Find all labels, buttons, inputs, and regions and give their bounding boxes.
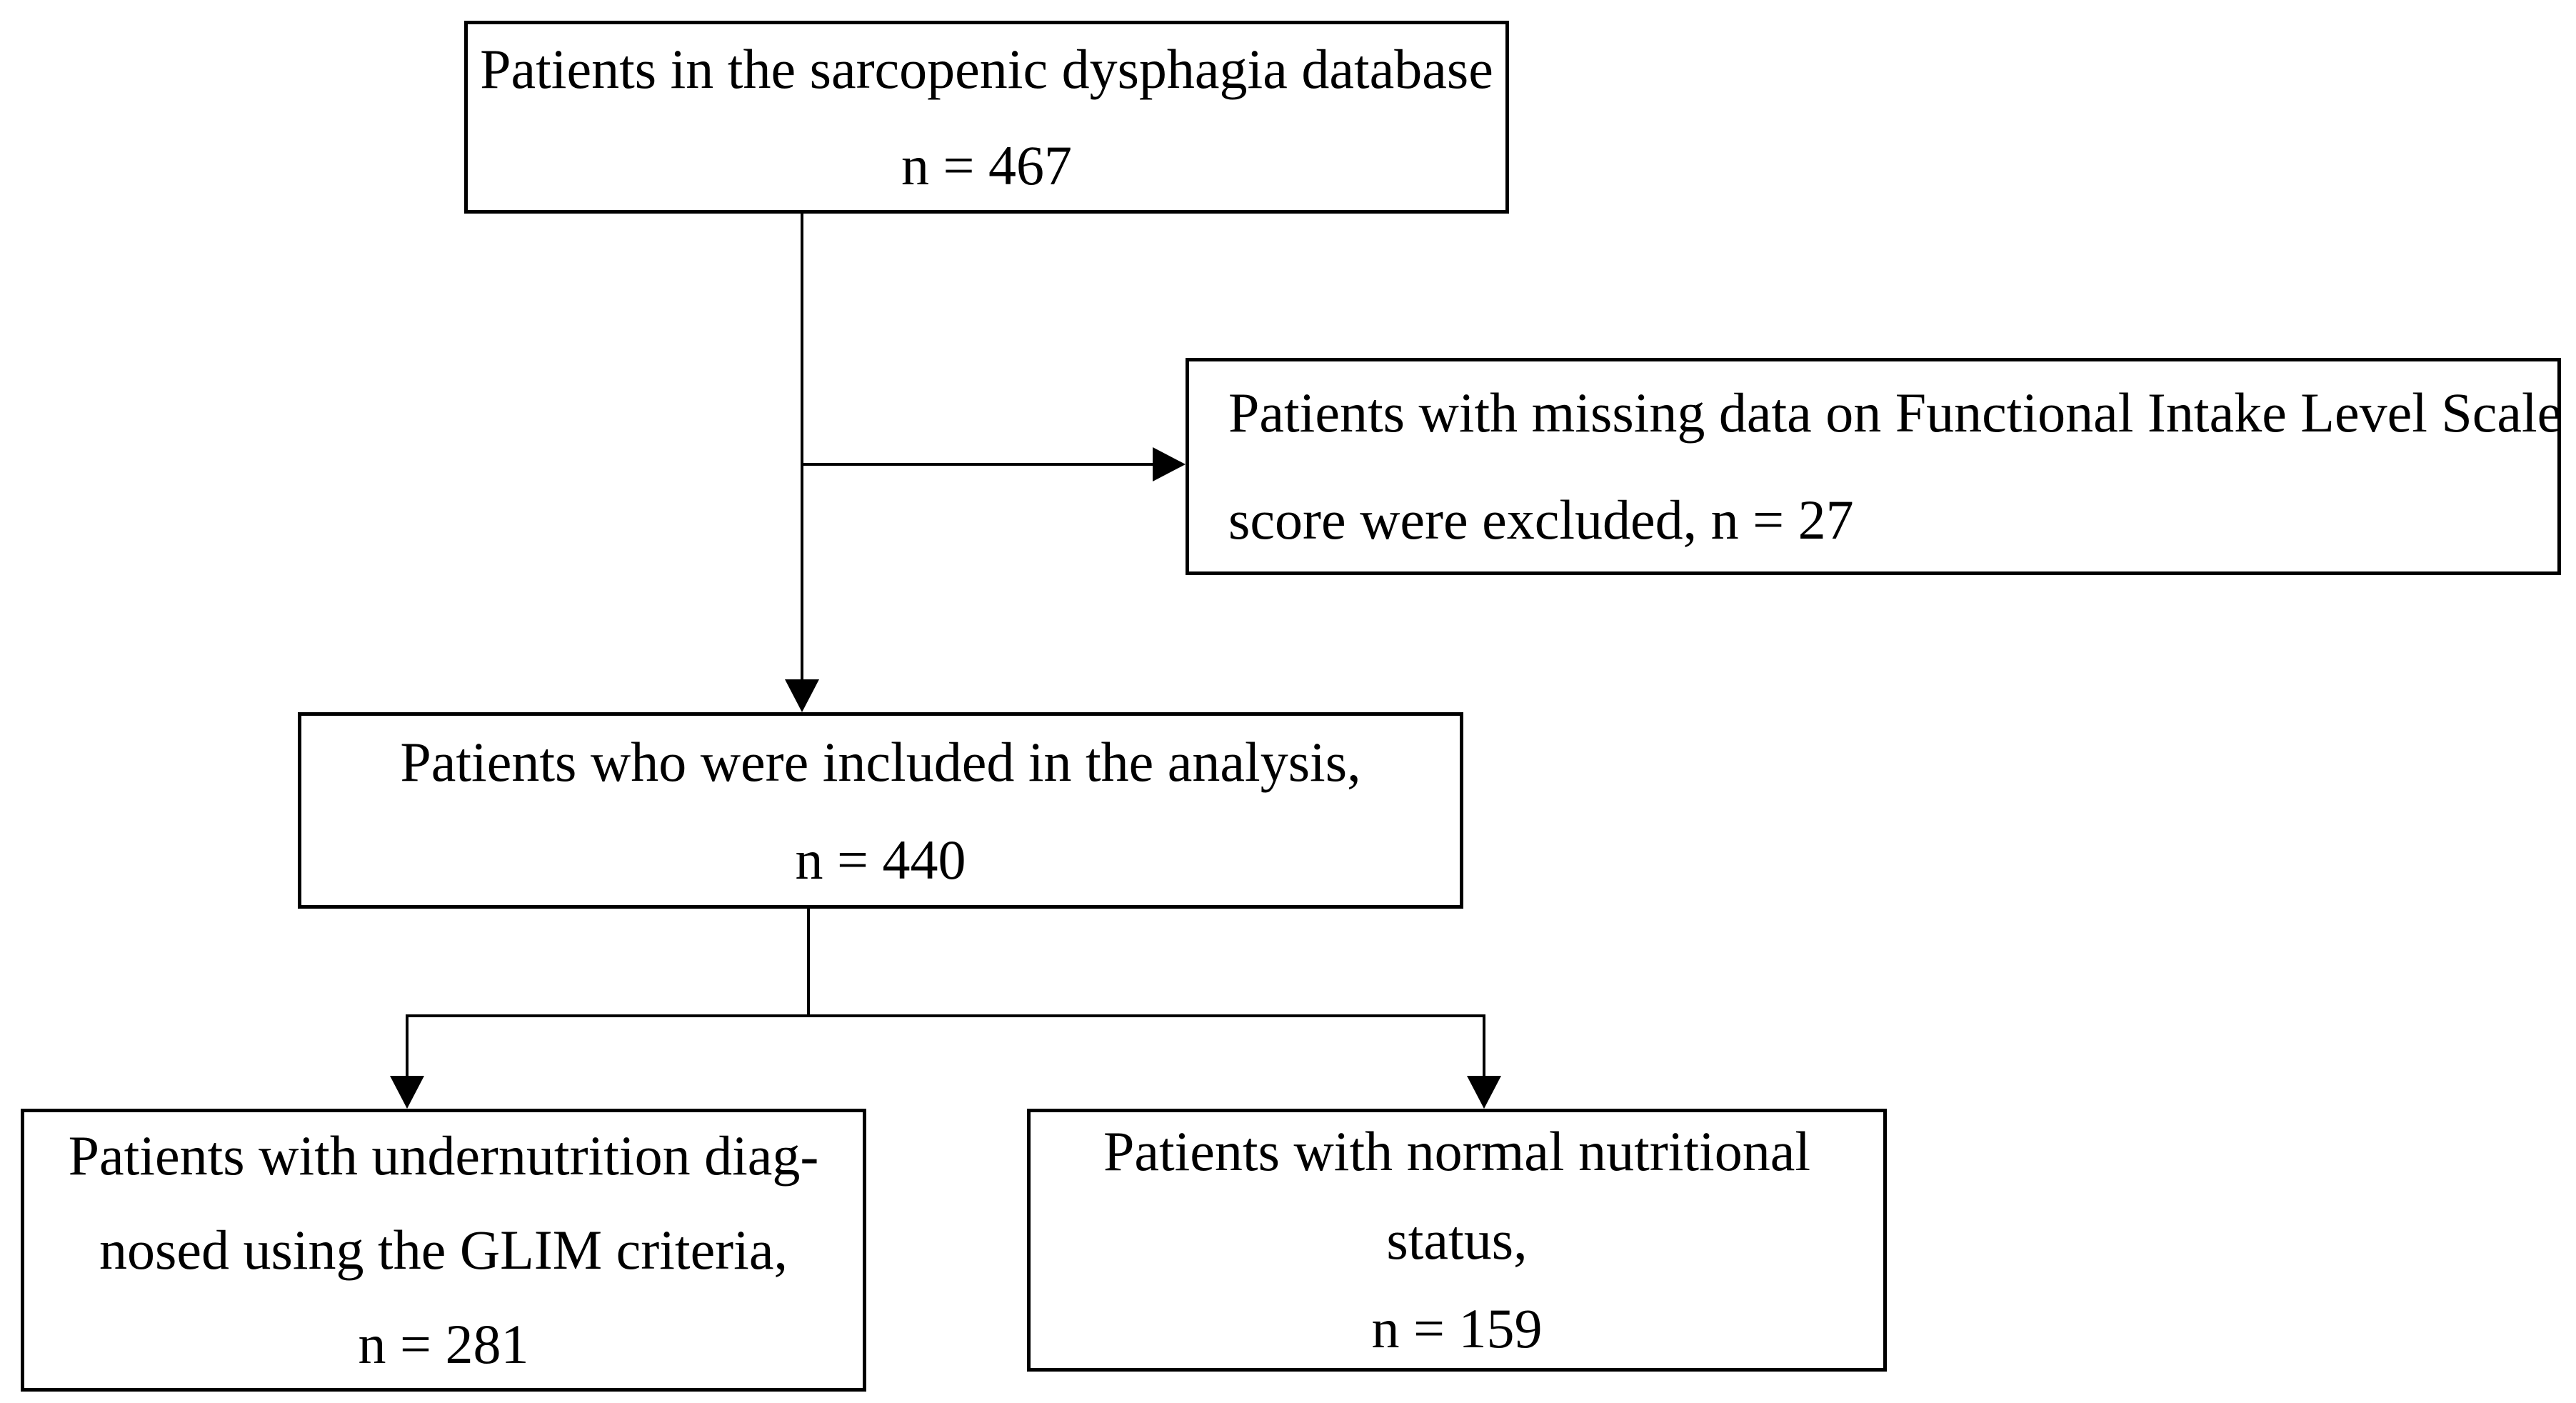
excluded-node-label: Patients with missing data on Functional… [1228,381,2562,444]
undernutrition-node-label-line2: nosed using the GLIM criteria, [99,1219,788,1281]
undernutrition-node-label-line1: Patients with undernutrition diag- [68,1124,819,1187]
excluded-node: Patients with missing data on Functional… [1186,358,2562,575]
undernutrition-node: Patients with undernutrition diag- nosed… [21,1109,866,1392]
arrowhead-down-undernutrition-icon [390,1076,424,1109]
arrowhead-down-normal-icon [1467,1076,1501,1109]
connector-included-to-split-line [807,909,810,1017]
included-node: Patients who were included in the analys… [298,712,1463,909]
arrowhead-right-excluded-icon [1153,447,1186,481]
arrowhead-down-included-icon [785,679,819,712]
split-junction-bar-line [406,1014,1485,1017]
included-node-label: Patients who were included in the analys… [400,730,1361,793]
connector-source-to-excluded-line [802,463,1153,466]
normal-status-node-label-line1: Patients with normal nutritional [1103,1120,1811,1182]
source-node-count: n = 467 [901,134,1072,196]
connector-split-to-undernutrition-line [406,1014,409,1076]
source-node-label: Patients in the sarcopenic dysphagia dat… [480,38,1493,100]
undernutrition-node-count: n = 281 [358,1313,529,1375]
normal-status-node-count: n = 159 [1371,1297,1543,1359]
source-node: Patients in the sarcopenic dysphagia dat… [464,21,1509,214]
normal-status-node: Patients with normal nutritional status,… [1027,1109,1887,1372]
connector-source-to-included-line [801,214,803,679]
excluded-node-count: score were excluded, n = 27 [1228,489,1854,551]
included-node-count: n = 440 [795,828,966,891]
connector-split-to-normal-line [1483,1014,1485,1076]
normal-status-node-label-line2: status, [1386,1209,1528,1271]
